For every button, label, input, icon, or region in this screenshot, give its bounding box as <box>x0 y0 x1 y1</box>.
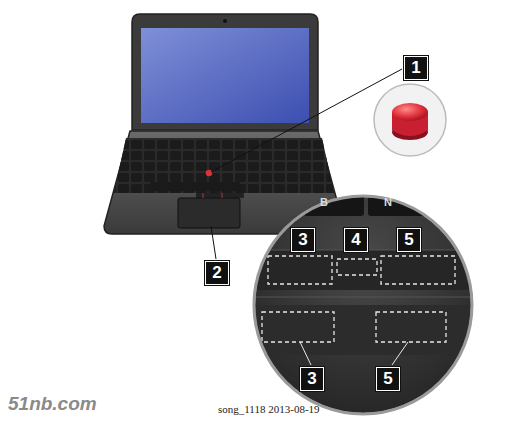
signature-note: song_1118 2013-08-19 <box>218 403 320 415</box>
callout-number: 2 <box>205 261 229 285</box>
key-letter: N <box>384 196 392 208</box>
callout-number: 3 <box>300 367 324 391</box>
callout-number: 1 <box>404 56 428 80</box>
callout-number: 5 <box>376 367 400 391</box>
callout-number: 4 <box>344 228 368 252</box>
key-letter: B <box>320 196 328 208</box>
callout-number: 5 <box>397 228 421 252</box>
watermark: 51nb.com <box>8 393 97 415</box>
callout-number: 3 <box>291 228 315 252</box>
